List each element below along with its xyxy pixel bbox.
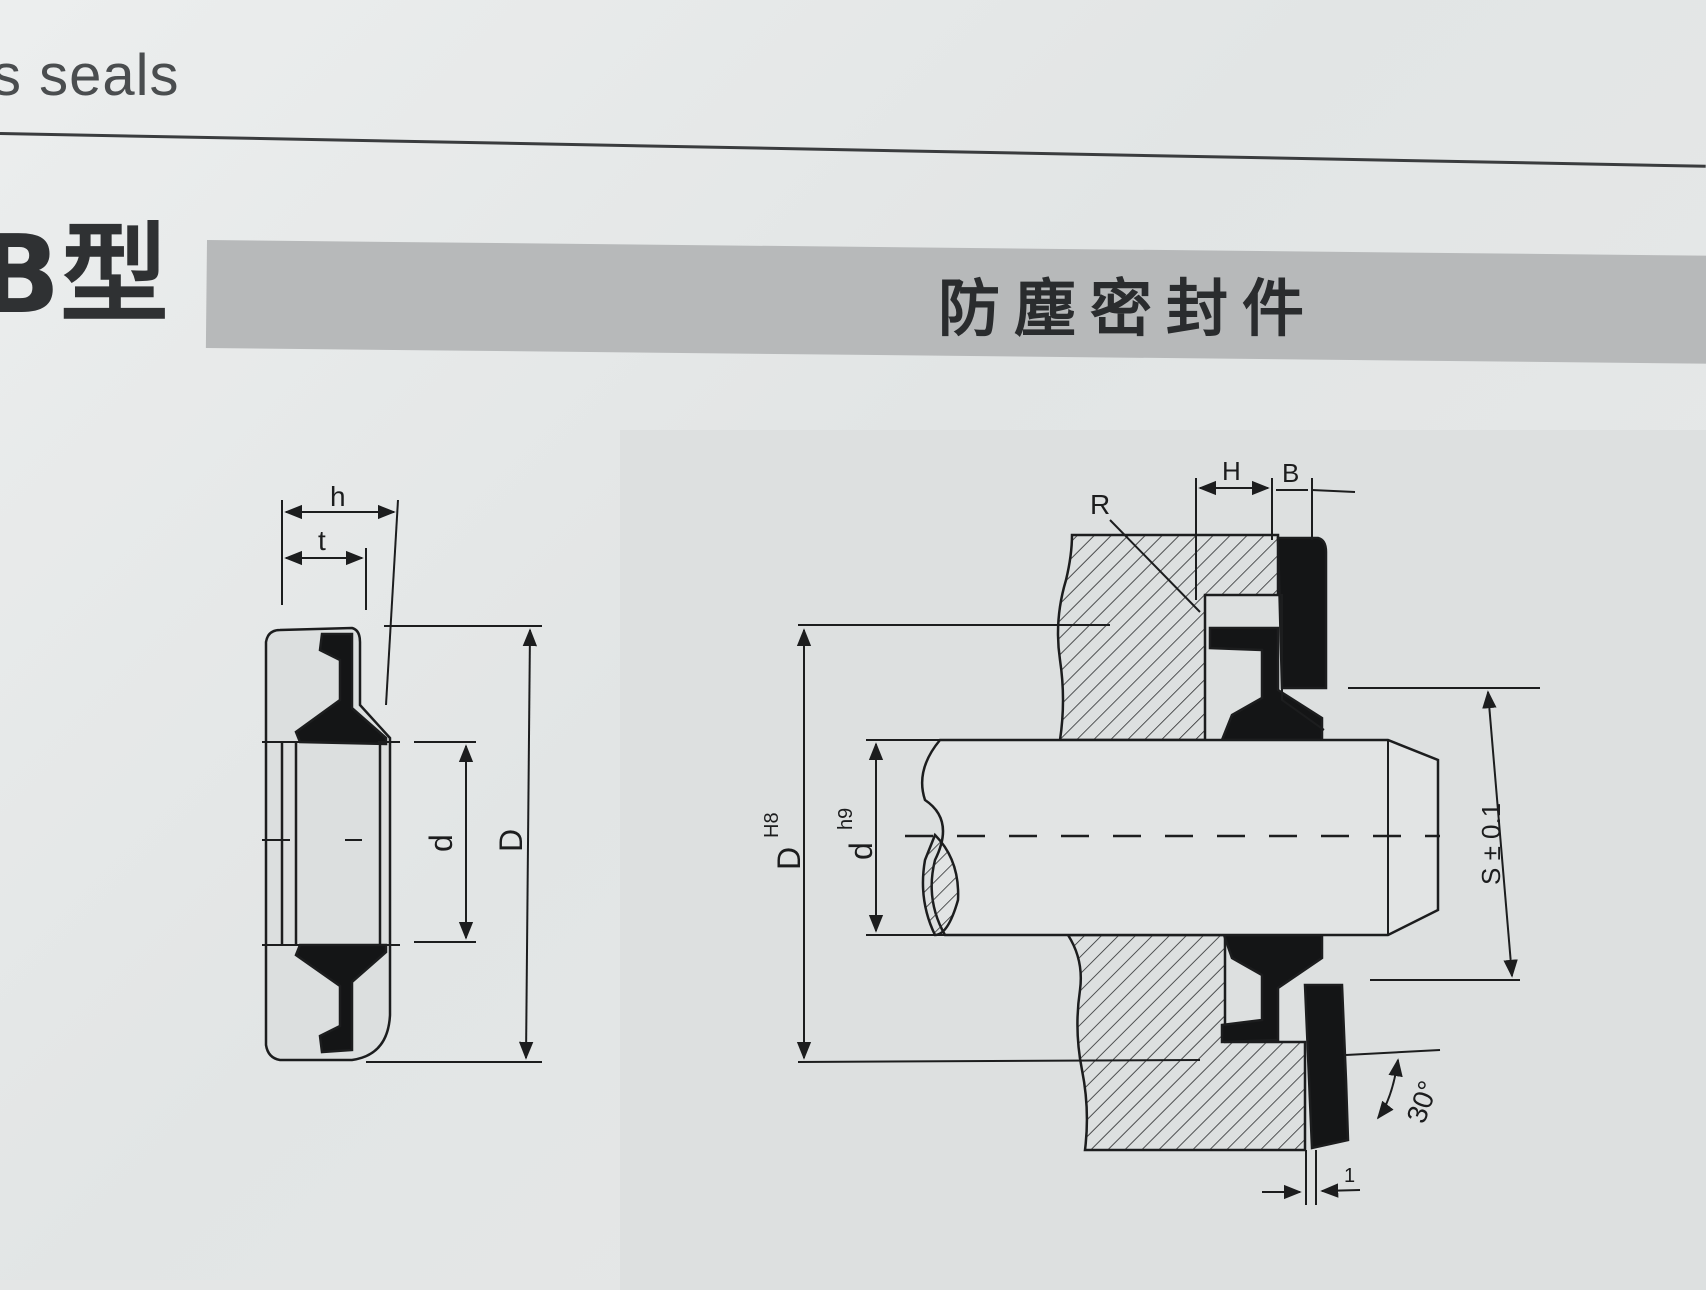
seal-outline: [264, 626, 392, 1062]
cover-plate-bottom: [1303, 983, 1350, 1150]
label-R: R: [1090, 489, 1110, 520]
label-angle: 30°: [1401, 1077, 1445, 1127]
housing-top: [1056, 533, 1280, 742]
dim-label-d: d: [423, 834, 459, 852]
label-one: 1: [1344, 1165, 1355, 1187]
dim-label-t: t: [318, 525, 326, 556]
cover-plate-top: [1276, 536, 1328, 690]
label-S: S ± 0.1: [1476, 803, 1506, 885]
housing-bottom: [1065, 933, 1307, 1152]
label-H: H: [1222, 456, 1241, 486]
rod: [920, 738, 1440, 937]
label-d-tolerance: h9: [835, 808, 857, 830]
seal-cross-section-drawing: [262, 499, 542, 1063]
label-D-tolerance: H8: [761, 812, 783, 838]
header-text: s seals: [0, 43, 180, 108]
label-B: B: [1282, 458, 1299, 488]
title-text: 防塵密封件: [938, 272, 1319, 345]
dim-label-D: D: [493, 829, 529, 852]
label-D: D: [771, 847, 807, 870]
model-label: B型: [0, 213, 169, 338]
seal-lip-bottom: [294, 943, 388, 1054]
dim-label-h: h: [330, 481, 346, 512]
installation-drawing: [796, 478, 1540, 1205]
label-d: d: [843, 842, 879, 860]
groove-seal-bottom: [1220, 933, 1324, 1044]
